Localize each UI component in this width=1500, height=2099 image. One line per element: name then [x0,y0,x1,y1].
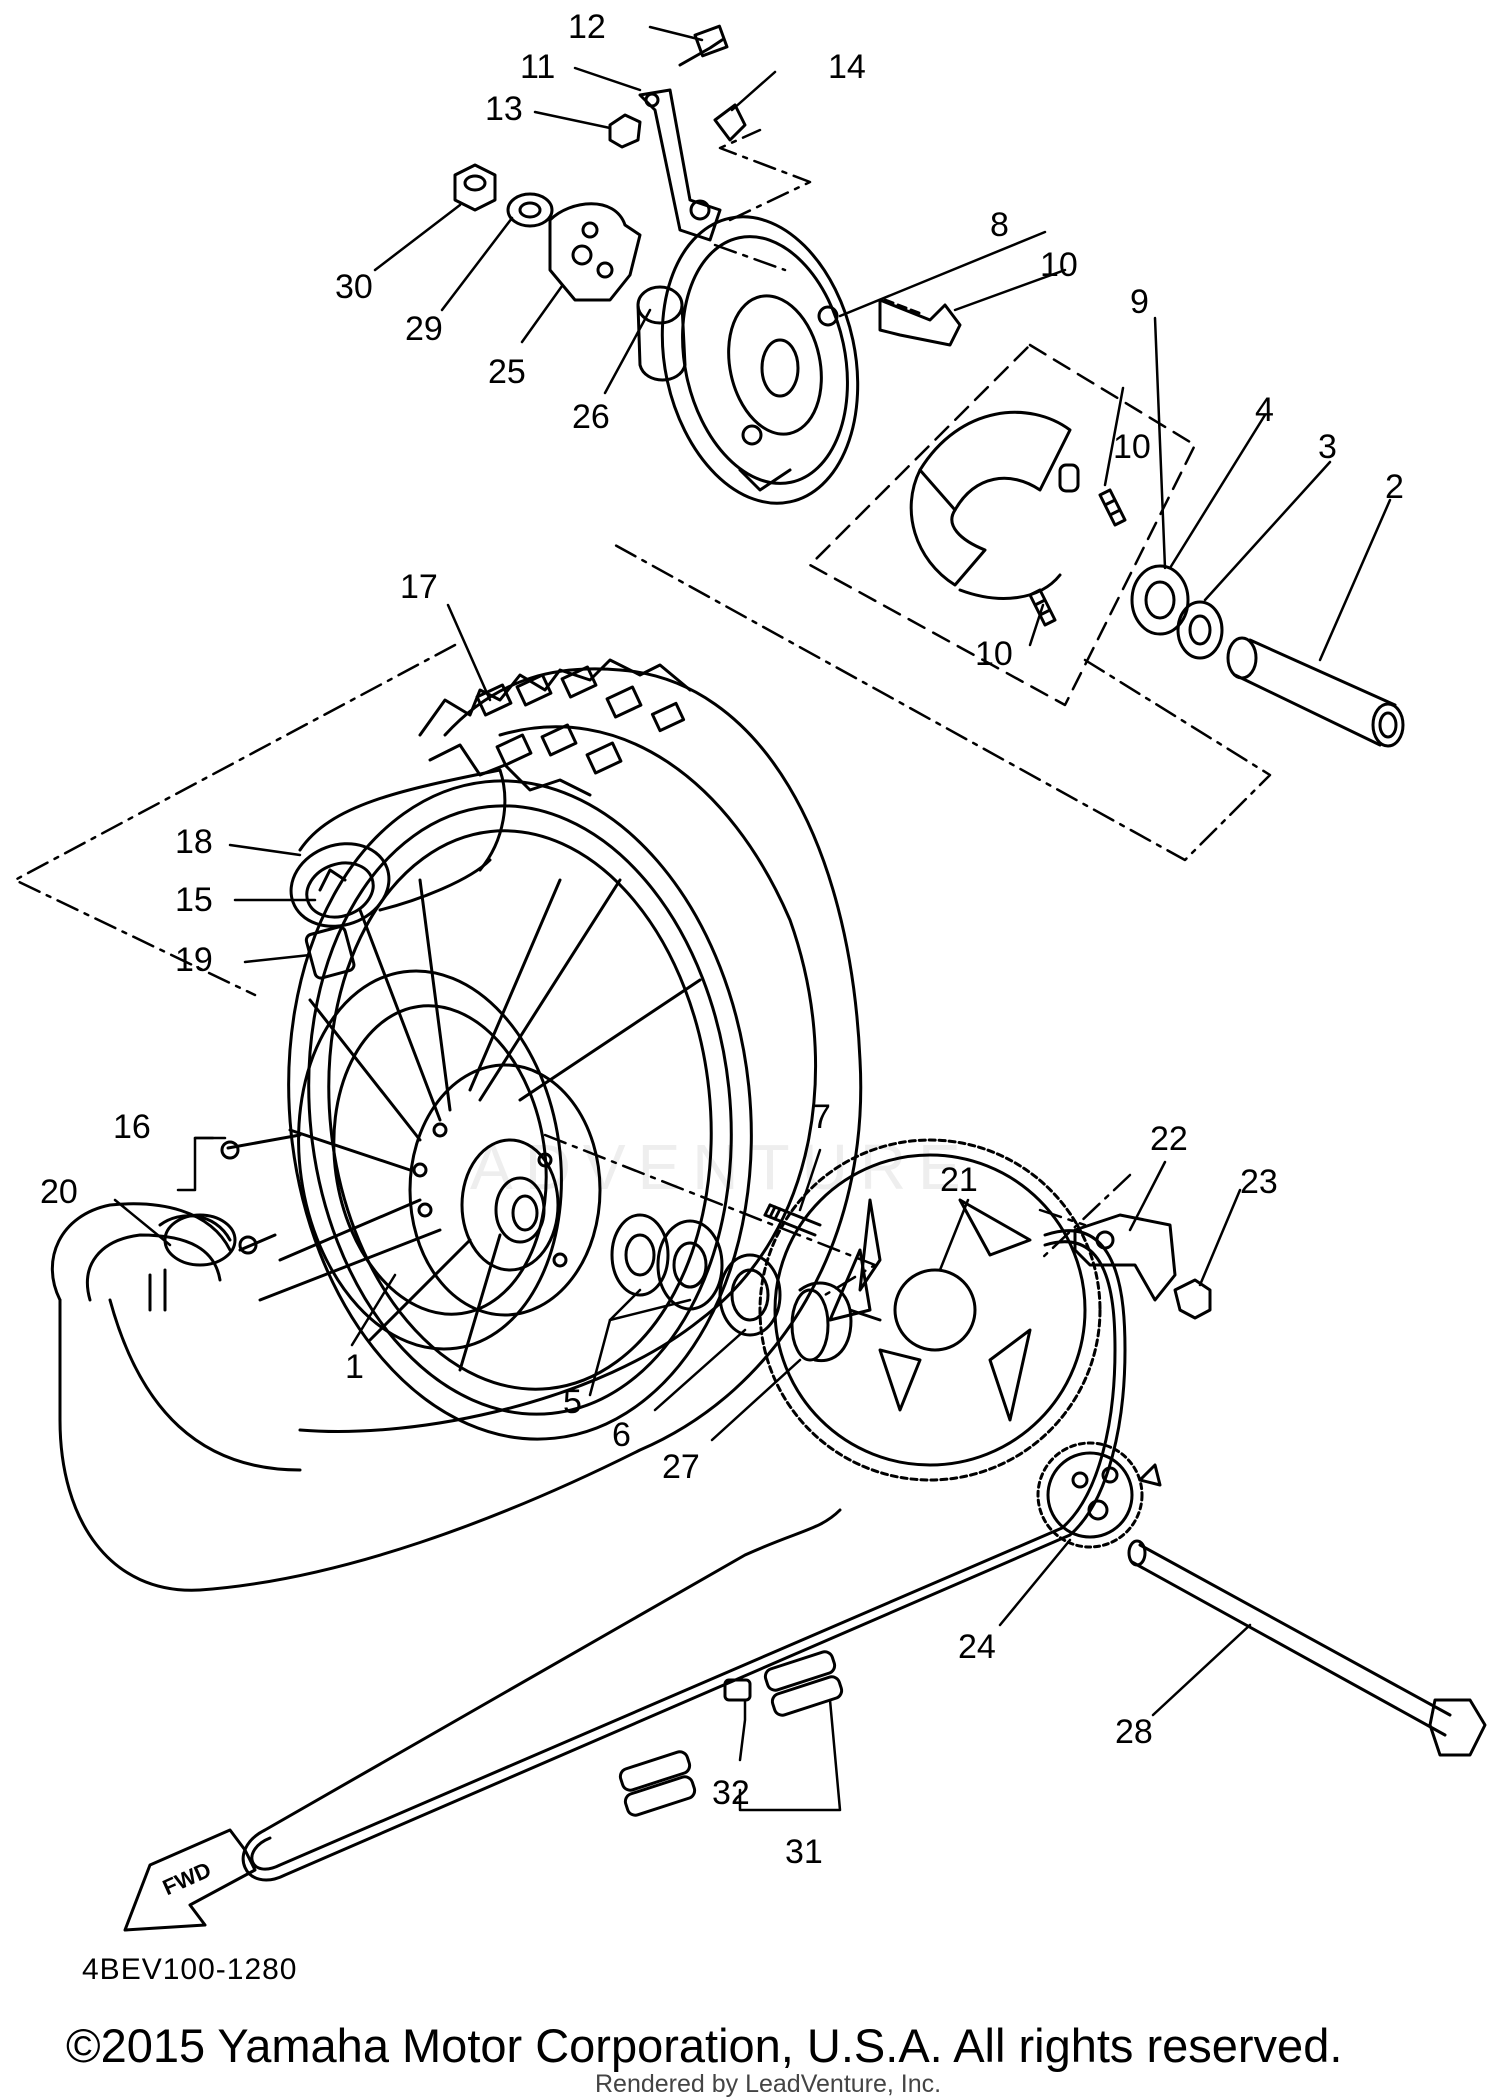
watermark: ADVENTURE [470,1131,973,1203]
part-label-31: 30 [335,268,373,306]
part-label-12: 11 [520,48,556,86]
wheel-hub [297,969,602,1351]
diagram-code: 4BEV100-1280 [82,1953,298,1986]
part-label-29: 28 [1115,1713,1153,1751]
part-label-30: 29 [405,310,443,348]
rendered-by-notice: Rendered by LeadVenture, Inc. [595,2070,942,2098]
part-label-22: 21 [940,1161,978,1199]
brake-shoes [909,410,1080,600]
seal-and-bearing [1130,564,1224,660]
part-label-2: 2 [1385,468,1404,506]
rear-sprocket [758,1138,1102,1482]
part-label-15: 14 [828,48,866,86]
copyright-notice: ©2015 Yamaha Motor Corporation, U.S.A. A… [66,2019,1343,2072]
drive-chain [241,1229,1127,1882]
brake-springs [1028,488,1127,627]
assembly-guide-lines [13,128,1272,1297]
part-label-33: 32 [712,1774,750,1812]
camshaft-lever-plate [548,202,642,302]
part-label-24: 23 [1240,1163,1278,1201]
part-label-14: 13 [485,90,523,128]
chain-joint-links [618,1650,844,1817]
wheel-bearings [610,1213,882,1363]
part-label-6: 6 [612,1416,631,1454]
part-label-3: 3 [1318,428,1337,466]
part-label-20: 19 [175,941,213,979]
camshaft-lever [608,24,729,242]
rim-lock-and-valve [158,868,356,1267]
part-label-18: 17 [400,568,438,606]
leader-lines [113,25,1392,1812]
locking-washer [1073,1213,1212,1320]
part-label-32: 31 [785,1833,823,1871]
brake-camshaft [878,298,962,347]
part-label-21: 20 [40,1173,78,1211]
tire [50,658,863,1592]
part-label-7: 7 [812,1098,831,1136]
part-label-28: 27 [662,1448,700,1486]
part-label-1: 1 [345,1348,364,1386]
part-label-16: 15 [175,881,213,919]
part-label-13: 12 [568,8,606,46]
part-label-4: 4 [1255,391,1274,429]
part-label-8: 8 [990,206,1009,244]
washer-and-nut [453,163,554,228]
brake-shoe-kit-box [808,343,1197,707]
part-label-26: 25 [488,353,526,391]
part-label-27: 26 [572,398,610,436]
part-label-9: 9 [1130,283,1149,321]
clip [713,103,747,142]
part-label-10-upper: 10 [1113,428,1151,466]
part-label-10-lower: 10 [975,635,1013,673]
fwd-arrow-icon [123,1828,257,1932]
part-label-19: 18 [175,823,213,861]
stud-bolt [763,1203,822,1237]
part-label-17: 16 [113,1108,151,1146]
collar [636,285,687,382]
brake-shoe-plate [660,215,860,505]
part-label-23: 22 [1150,1120,1188,1158]
part-label-25: 24 [958,1628,996,1666]
part-label-5: 5 [563,1383,582,1421]
rear-axle [1127,1539,1487,1757]
axle-sleeve [1226,636,1405,748]
part-label-11: 10 [1040,246,1078,284]
